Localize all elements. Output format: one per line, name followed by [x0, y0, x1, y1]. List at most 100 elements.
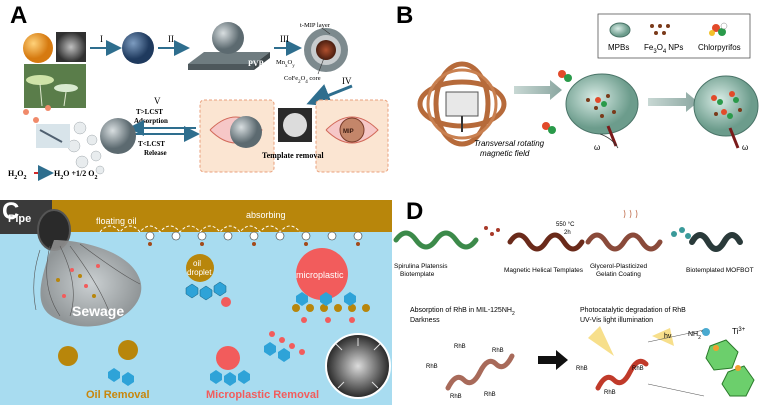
panel-label-a: A: [10, 2, 28, 29]
rotation-bar: [728, 127, 740, 149]
panel-d: D 550 °C 2h Spirulina Platensis Biotempl…: [392, 200, 760, 405]
oil-drops-under-motors: [148, 242, 360, 246]
mof-particles: [671, 227, 691, 239]
captured-chlorpyrifos: [711, 91, 742, 119]
light-beam-hv: [652, 328, 674, 346]
oil-droplet-label2: droplet: [187, 268, 212, 277]
rhb-label: RhB: [492, 348, 504, 354]
heat-waves: [623, 209, 638, 219]
t-low-label: T<LCST: [138, 140, 165, 148]
panel-a: A I II PVP: [0, 0, 390, 200]
lotus-image-collage: [23, 32, 86, 108]
mixed-chain: [292, 292, 370, 323]
absorption-line2: Darkness: [410, 317, 440, 324]
fe3o4-legend-icon: [650, 24, 670, 35]
reaction-equation: H2O2: [8, 169, 26, 181]
microplastic-label: microplastic: [296, 270, 344, 280]
rhb-label: RhB: [604, 390, 616, 396]
photo-line2: UV-Vis light illumination: [580, 317, 653, 324]
stage-label-gelatin-2: Gelatin Coating: [596, 271, 641, 278]
pipe-label: Pipe: [8, 213, 31, 225]
lotus-leaf: [54, 84, 78, 92]
microsphere-blue: [122, 32, 154, 64]
t-high-label: T>LCST: [136, 108, 163, 116]
diagonal-chain: [264, 331, 305, 362]
sewage-oil-drops: [56, 274, 96, 298]
core-label: CoFe2O4 core: [284, 75, 321, 85]
absorbing-label: absorbing: [246, 210, 286, 220]
photo-line1: Photocatalytic degradation of RhB: [580, 307, 686, 314]
omega-label: ω: [742, 143, 748, 152]
adsorption-label: Adsorption: [134, 117, 168, 125]
stage-label-spirulina-1: Spirulina Platensis: [394, 263, 448, 270]
ti-label: Ti3+: [732, 327, 746, 336]
nh2-label: NH2+: [688, 329, 704, 341]
mpb-loaded: [693, 75, 759, 137]
omega-label: ω: [594, 143, 600, 152]
sewage-microplastics: [62, 264, 100, 298]
sem-spikes: [335, 338, 381, 389]
helix-rhb-darkness: [445, 353, 515, 391]
template-removal-illustration: MIP: [199, 99, 389, 173]
helix-magnetic: [507, 232, 585, 252]
floating-oil-label: floating oil: [96, 216, 137, 226]
step-label: I: [100, 34, 103, 44]
panel-label-d: D: [406, 200, 424, 225]
light-beam: [588, 326, 614, 356]
panel-label-c: C: [2, 200, 20, 225]
oil-removal-motors: [108, 368, 134, 386]
stage-label-spirulina-2: Biotemplate: [400, 271, 435, 278]
reaction-products: H2O +1/2 O2: [54, 169, 97, 181]
hv-label: hv: [664, 333, 672, 340]
lotus-leaf: [26, 75, 54, 85]
oil-removal-label: Oil Removal: [86, 389, 150, 401]
oil-absorbing-motors: [145, 231, 363, 241]
drug-molecules: [23, 105, 51, 123]
helix-photocatalysis: [595, 358, 649, 391]
rhb-label: RhB: [454, 344, 466, 350]
release-label: Release: [144, 149, 167, 157]
sewage-label: Sewage: [72, 303, 124, 319]
chlorpyrifos-molecules: [542, 70, 607, 134]
sewage-plume: [40, 240, 142, 327]
temperature-label: 550 °C: [556, 222, 575, 228]
rhb-label: RhB: [426, 364, 438, 370]
oil-droplet-label1: oil: [193, 259, 201, 268]
panel-c: Pipe floating oil absorbing Sewage oil d…: [0, 200, 392, 405]
particle-swarm: [67, 121, 105, 175]
step-label: II: [168, 34, 174, 44]
stage-label-magnetic: Magnetic Helical Templates: [504, 267, 584, 274]
porous-sphere: [100, 118, 136, 154]
oil-droplet-small: [58, 346, 78, 366]
microplastic-particle: [296, 248, 348, 300]
lotus-photo: [24, 64, 86, 108]
rhb-label: RhB: [450, 394, 462, 400]
time-label: 2h: [564, 230, 571, 236]
pvp-label: PVP: [248, 59, 264, 68]
chlorpyrifos-legend-icon: [709, 22, 728, 36]
oil-droplet: [186, 254, 214, 282]
absorbing-arcs: [99, 225, 301, 233]
pvp-substrate: [188, 52, 270, 64]
panel-a-diagram: I II PVP III t-MIP layer MnxOy CoFe2O4 c…: [8, 22, 389, 181]
panel-d-diagram: 550 °C 2h Spirulina Platensis Biotemplat…: [393, 209, 755, 400]
rotation-bar: [606, 125, 618, 147]
panel-label-b: B: [396, 2, 414, 29]
panel-c-diagram: Pipe floating oil absorbing Sewage oil d…: [0, 200, 392, 405]
template-removal-label: Template removal: [262, 151, 324, 160]
helix-gelatin: [585, 232, 663, 252]
step-label: III: [280, 34, 289, 44]
helix-mofbot: [689, 232, 743, 252]
stage-label-mofbot: Biotemplated MOFBOT: [686, 267, 754, 274]
microplastic-small: [216, 346, 240, 370]
rhb-label: RhB: [484, 392, 496, 398]
legend-chlorpyrifos: Chlorpyrifos: [698, 43, 741, 52]
mpb-legend-icon: [609, 22, 631, 38]
mof-framework: [702, 328, 755, 397]
orange-sphere: [23, 33, 53, 63]
process-arrow: [648, 92, 698, 112]
rhb-label: RhB: [576, 366, 588, 372]
